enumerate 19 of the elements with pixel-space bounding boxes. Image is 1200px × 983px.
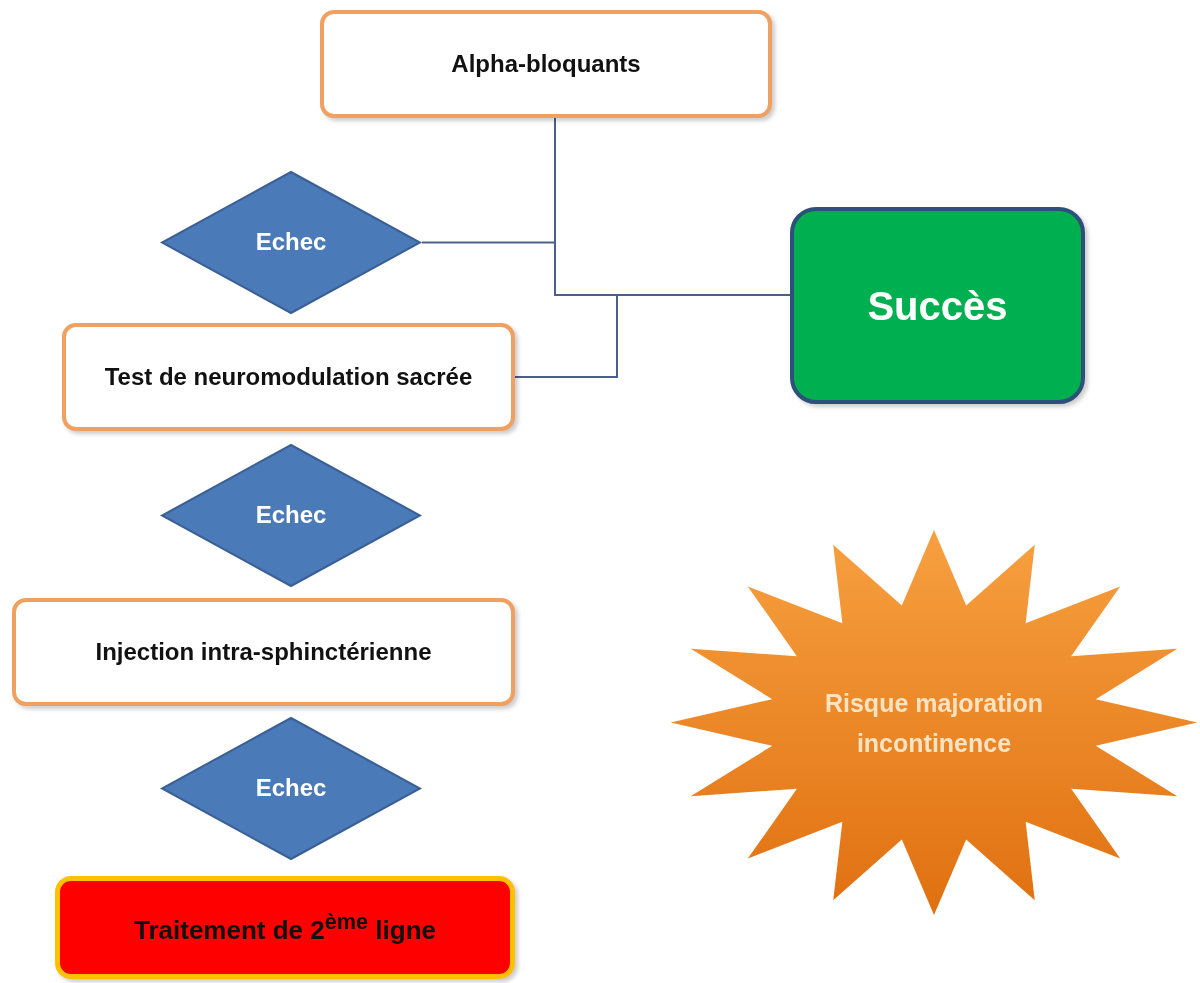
box-label: Alpha-bloquants xyxy=(451,49,641,79)
process-box xyxy=(12,598,515,706)
box-label: Injection intra-sphinctérienne xyxy=(95,637,432,667)
warning-label: Risque majoration incontinence xyxy=(823,687,1045,759)
box-label: Test de neuromodulation sacrée xyxy=(104,362,473,392)
success-box xyxy=(790,207,1085,404)
box-label: Traitement de 2$^{ème}$ ligne xyxy=(134,909,436,946)
connector-line xyxy=(514,294,791,378)
decision-diamond xyxy=(160,716,422,861)
starburst-shape xyxy=(668,530,1200,915)
decision-label: Echec xyxy=(255,228,327,257)
box-label: Succès xyxy=(867,282,1008,330)
process-box xyxy=(62,323,515,431)
outcome-box xyxy=(55,876,515,979)
decision-label: Echec xyxy=(255,501,327,530)
decision-label: Echec xyxy=(255,774,327,803)
decision-diamond xyxy=(160,170,422,315)
decision-diamond xyxy=(160,443,422,588)
process-box xyxy=(320,10,772,118)
